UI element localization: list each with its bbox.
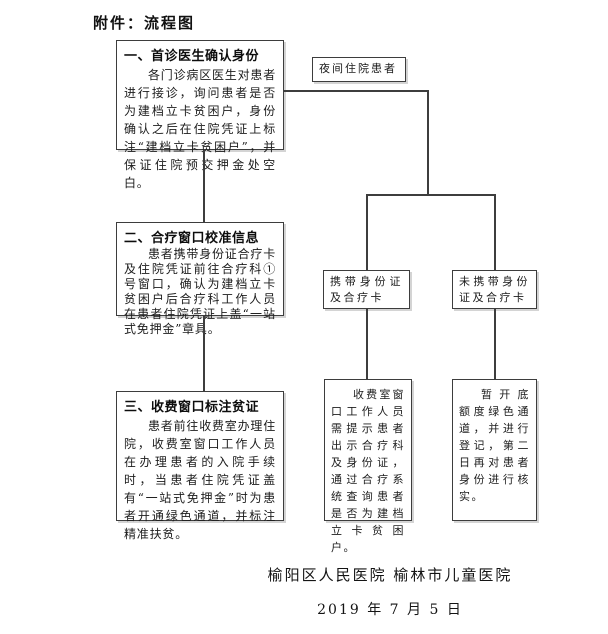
- branch-no-carry-label: 未携带身份证及合疗卡: [459, 275, 530, 304]
- footer-date: 2019 年 7 月 5 日: [317, 602, 463, 618]
- connector-to-no-carry-box: [494, 194, 496, 270]
- no-carry-action-body: 暂开底额度绿色通道，并进行登记，第二日再对患者身份进行核实。: [459, 388, 530, 503]
- connector-carry-to-action: [366, 309, 368, 379]
- connector-step2-step3: [203, 316, 205, 391]
- step1-body: 各门诊病区医生对患者进行接诊，询问患者是否为建档立卡贫困户，身份确认之后在住院凭…: [124, 68, 277, 190]
- branch-no-carry-box: 未携带身份证及合疗卡: [452, 270, 537, 309]
- page-title: 附件：流程图: [93, 14, 196, 32]
- branch-carry-label: 携带身份证及合疗卡: [330, 275, 403, 304]
- connector-step1-step2: [203, 150, 205, 222]
- connector-right-vertical: [427, 90, 429, 194]
- no-carry-action-box: 暂开底额度绿色通道，并进行登记，第二日再对患者身份进行核实。: [452, 379, 537, 521]
- connector-branch-horizontal: [366, 194, 495, 196]
- footer-signature: 榆阳区人民医院 榆林市儿童医院: [267, 566, 513, 584]
- night-inpatient-box: 夜间住院患者: [312, 57, 406, 82]
- step1-title: 一、首诊医生确认身份: [124, 49, 260, 64]
- carry-action-box: 收费室窗口工作人员需提示患者出示合疗科及身份证，通过合疗系统查询患者是否为建档立…: [324, 379, 412, 554]
- connector-no-carry-to-action: [494, 309, 496, 379]
- step3-body: 患者前往收费室办理住院，收费室窗口工作人员在办理患者的入院手续时，当患者住院凭证…: [124, 419, 277, 541]
- connector-step1-right-horizontal: [284, 90, 428, 92]
- connector-to-carry-box: [366, 194, 368, 270]
- flowchart-step2-box: 二、合疗窗口校准信息 患者携带身份证合疗卡及住院凭证前往合疗科①号窗口，确认为建…: [116, 222, 284, 336]
- branch-carry-box: 携带身份证及合疗卡: [323, 270, 410, 309]
- flowchart-step1-box: 一、首诊医生确认身份 各门诊病区医生对患者进行接诊，询问患者是否为建档立卡贫困户…: [116, 40, 284, 190]
- carry-action-body: 收费室窗口工作人员需提示患者出示合疗科及身份证，通过合疗系统查询患者是否为建档立…: [331, 388, 405, 554]
- step2-title: 二、合疗窗口校准信息: [124, 231, 260, 246]
- step2-body: 患者携带身份证合疗卡及住院凭证前往合疗科①号窗口，确认为建档立卡贫困户后合疗科工…: [124, 247, 277, 336]
- night-inpatient-label: 夜间住院患者: [319, 62, 397, 75]
- flowchart-step3-box: 三、收费窗口标注贫证 患者前往收费室办理住院，收费室窗口工作人员在办理患者的入院…: [116, 391, 284, 541]
- step3-title: 三、收费窗口标注贫证: [124, 400, 260, 415]
